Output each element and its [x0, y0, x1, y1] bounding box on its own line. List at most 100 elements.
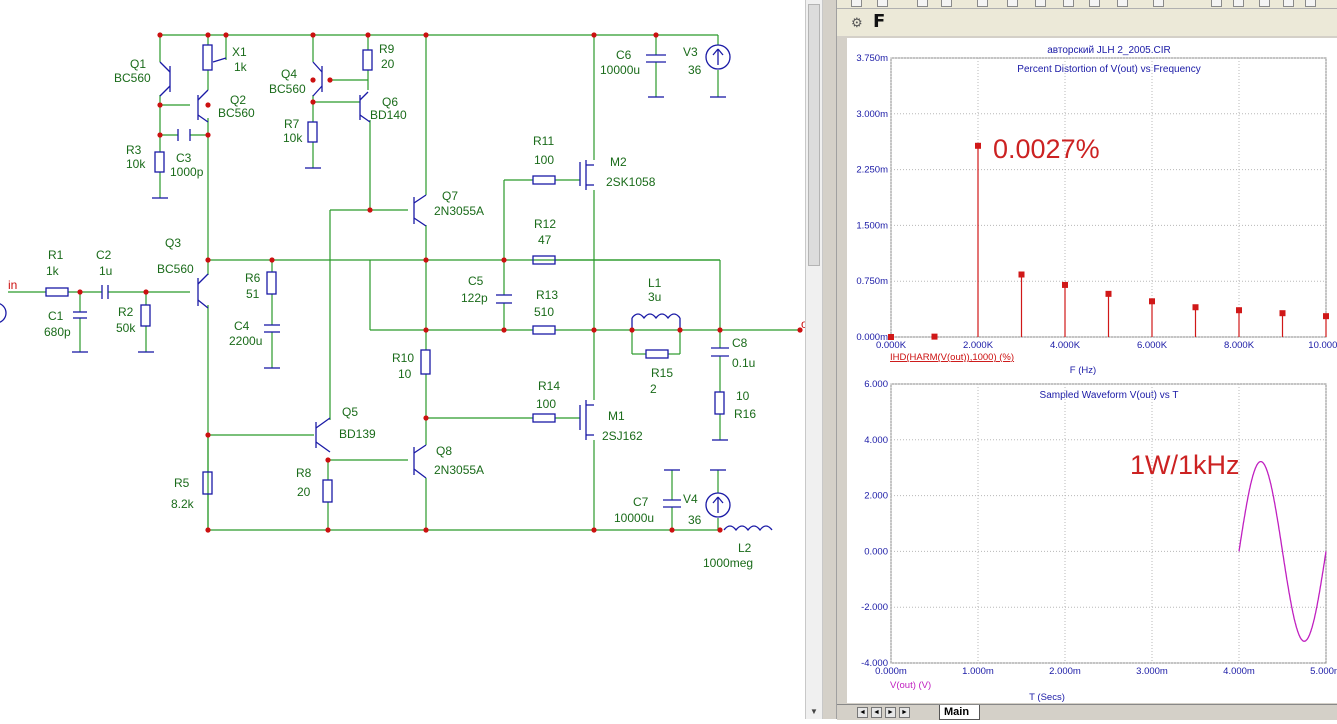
toolbar-button[interactable]	[1233, 0, 1244, 7]
x-tick-label: 0.000m	[875, 666, 907, 677]
resistor-r14	[532, 413, 556, 423]
gear-icon[interactable]: ⚙	[851, 15, 863, 30]
svg-text:Q4: Q4	[281, 67, 297, 81]
svg-text:Q6: Q6	[382, 95, 398, 109]
next-tab-icon[interactable]: ►	[885, 707, 896, 718]
waveform-x-axis-label: T (Secs)	[1029, 692, 1065, 703]
svg-text:1u: 1u	[99, 264, 112, 278]
resistor-r3	[154, 151, 165, 173]
toolbar-button[interactable]	[1063, 0, 1074, 7]
plots-canvas[interactable]: авторский JLH 2_2005.CIR Percent Distort…	[847, 38, 1337, 703]
svg-text:R7: R7	[284, 117, 300, 131]
toolbar-button[interactable]	[1283, 0, 1294, 7]
prev-tab-icon[interactable]: ◄	[871, 707, 882, 718]
svg-text:C8: C8	[732, 336, 748, 350]
capacitor-c8	[711, 347, 729, 357]
y-tick-label: 1.500m	[856, 220, 888, 231]
x-tick-label: 4.000K	[1050, 340, 1081, 351]
toolbar-button[interactable]	[1007, 0, 1018, 7]
node-in-label: in	[8, 278, 17, 292]
scroll-down-arrow-icon[interactable]: ▼	[810, 707, 818, 716]
x-tick-label: 2.000K	[963, 340, 994, 351]
analysis-tab-bar: ◄ ◄ ► ► Main	[837, 704, 1337, 720]
plot-area[interactable]: авторский JLH 2_2005.CIR Percent Distort…	[847, 38, 1337, 703]
svg-text:Q1: Q1	[130, 57, 146, 71]
scrollbar-thumb[interactable]	[808, 4, 820, 266]
toolbar-button[interactable]	[1153, 0, 1164, 7]
harmonic-point	[1279, 310, 1286, 317]
toolbar-button[interactable]	[851, 0, 862, 7]
svg-text:10k: 10k	[126, 157, 146, 171]
resistor-r15	[645, 349, 669, 359]
harmonic-point	[1192, 304, 1199, 311]
toolbar-button[interactable]	[877, 0, 888, 7]
y-tick-label: 0.000	[864, 546, 888, 557]
harmonic-point	[1018, 271, 1025, 278]
toolbar-button[interactable]	[1117, 0, 1128, 7]
resistor-r1	[45, 287, 69, 297]
svg-text:2N3055A: 2N3055A	[434, 204, 484, 218]
svg-text:R9: R9	[379, 42, 395, 56]
capacitor-c3	[177, 129, 191, 141]
svg-text:X1: X1	[232, 45, 247, 59]
capacitor-c7	[663, 469, 681, 508]
svg-text:R2: R2	[118, 305, 134, 319]
svg-text:36: 36	[688, 513, 702, 527]
resistor-r9	[362, 49, 373, 71]
capacitor-c1	[73, 311, 87, 319]
toolbar-button[interactable]	[1211, 0, 1222, 7]
svg-text:2200u: 2200u	[229, 334, 262, 348]
transistor-q3	[197, 273, 209, 309]
y-tick-label: 0.750m	[856, 276, 888, 287]
waveform-trace	[1238, 460, 1327, 642]
svg-text:BC560: BC560	[114, 71, 151, 85]
toolbar-button[interactable]	[977, 0, 988, 7]
svg-text:2SJ162: 2SJ162	[602, 429, 643, 443]
resistor-r16	[714, 391, 725, 415]
svg-text:50k: 50k	[116, 321, 136, 335]
svg-text:1k: 1k	[234, 60, 248, 74]
capacitor-c2	[101, 285, 109, 299]
distortion-x-axis-label: F (Hz)	[1070, 365, 1096, 376]
toolbar-button[interactable]	[1259, 0, 1270, 7]
mosfet-m1	[579, 400, 594, 440]
x-tick-label: 2.000m	[1049, 666, 1081, 677]
svg-text:BD139: BD139	[339, 427, 376, 441]
schematic-canvas[interactable]: Q1 BC560 Q2 BC560 X1 1k Q4 BC560 R9 20 Q…	[0, 0, 808, 719]
svg-text:1000p: 1000p	[170, 165, 204, 179]
waveform-plot: Sampled Waveform V(out) vs T -4.000-2.00…	[861, 379, 1337, 703]
schematic-editor[interactable]: Q1 BC560 Q2 BC560 X1 1k Q4 BC560 R9 20 Q…	[0, 0, 808, 719]
y-tick-label: 0.000m	[856, 332, 888, 343]
x-tick-label: 10.000K	[1308, 340, 1337, 351]
svg-text:680p: 680p	[44, 325, 71, 339]
svg-text:R15: R15	[651, 366, 673, 380]
source-v3	[705, 44, 731, 70]
toolbar-button[interactable]	[1089, 0, 1100, 7]
resistor-r6	[266, 271, 277, 295]
toolbar-button[interactable]	[1305, 0, 1316, 7]
svg-text:R12: R12	[534, 217, 556, 231]
svg-text:C1: C1	[48, 309, 64, 323]
svg-text:L1: L1	[648, 276, 662, 290]
svg-text:10000u: 10000u	[600, 63, 640, 77]
last-tab-icon[interactable]: ►	[899, 707, 910, 718]
vout-waveform-line	[1238, 460, 1327, 642]
component-labels: Q1 BC560 Q2 BC560 X1 1k Q4 BC560 R9 20 Q…	[8, 42, 808, 570]
schematic-vertical-scrollbar[interactable]: ▼	[805, 0, 823, 719]
svg-text:Q8: Q8	[436, 444, 452, 458]
svg-text:2: 2	[650, 382, 657, 396]
wires	[8, 34, 800, 531]
x-tick-label: 6.000K	[1137, 340, 1168, 351]
toolbar-button[interactable]	[1035, 0, 1046, 7]
y-tick-label: 2.000	[864, 491, 888, 502]
svg-text:10: 10	[736, 389, 750, 403]
svg-text:0.1u: 0.1u	[732, 356, 755, 370]
harmonic-point	[1323, 313, 1329, 320]
svg-text:C6: C6	[616, 48, 632, 62]
input-source	[0, 303, 7, 323]
toolbar-button[interactable]	[917, 0, 928, 7]
tab-main[interactable]: Main	[939, 705, 981, 720]
first-tab-icon[interactable]: ◄	[857, 707, 868, 718]
toolbar-button[interactable]	[941, 0, 952, 7]
distortion-chart-title: Percent Distortion of V(out) vs Frequenc…	[1017, 64, 1200, 75]
